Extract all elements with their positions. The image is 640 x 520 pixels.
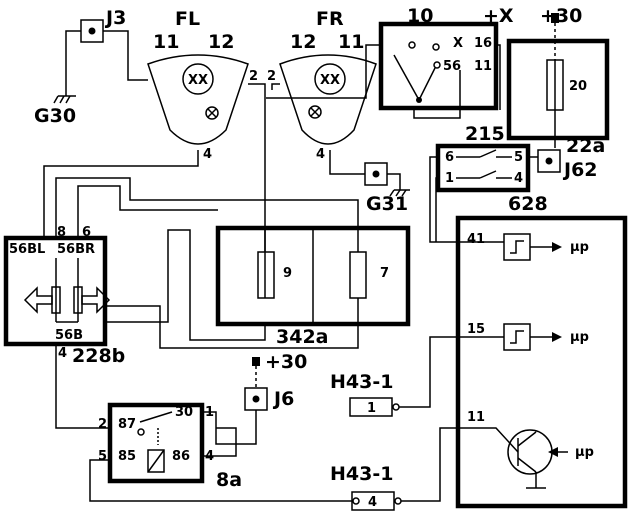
fl-bulb-main: XX: [188, 73, 208, 88]
fr-pin-11: 11: [338, 31, 364, 53]
switch-10-pin-56: 56: [443, 59, 461, 74]
h43-lower-pin: 4: [368, 495, 377, 510]
h43-lower-label: H43-1: [330, 463, 393, 485]
connector-j3: J3: [80, 7, 126, 43]
relay-215: 215 6 5 1 4: [435, 123, 531, 193]
sw-228b-56bl: 56BL: [9, 242, 45, 257]
fr-pin-12: 12: [290, 31, 316, 53]
ecu-mp-2: μp: [570, 330, 589, 345]
relay-8a-pin-5: 5: [98, 449, 107, 464]
fuse-7-label: 7: [380, 266, 389, 281]
plus-x-label: +X: [483, 5, 514, 27]
j3-label: J3: [104, 7, 126, 29]
switch-10-label: 10: [407, 5, 433, 27]
relay-215-pin-5: 5: [514, 150, 523, 165]
fuse-block-342a: 9 7 342a: [215, 225, 411, 348]
ecu-pin-11: 11: [467, 410, 485, 425]
sw-228b-label: 228b: [72, 345, 125, 367]
relay-8a-86: 86: [172, 449, 190, 464]
relay-8a-85: 85: [118, 449, 136, 464]
switch-10-pin-x: X: [453, 36, 463, 51]
connector-h43-lower: H43-1 4: [330, 463, 402, 511]
relay-8a-87: 87: [118, 417, 136, 432]
connector-j6: +30 J6: [244, 351, 307, 411]
fuse-20-block: +30 20 22a J62: [506, 5, 610, 181]
fr-bulb-main: XX: [320, 73, 340, 88]
g30-label: G30: [34, 105, 76, 127]
headlamp-fl: FL 11 12 XX 2 4: [147, 8, 258, 162]
ground-g30: G30: [34, 30, 81, 127]
ecu-pin-41: 41: [467, 232, 485, 247]
ecu-628-label: 628: [508, 193, 548, 215]
fl-pin-2: 2: [249, 69, 258, 84]
fr-pin-4: 4: [316, 147, 325, 162]
fuse-22a-label: 22a: [566, 135, 605, 157]
sw-228b-56b: 56B: [55, 328, 83, 343]
relay-8a-label: 8a: [216, 469, 242, 491]
sw-228b-56br: 56BR: [57, 242, 95, 257]
relay-215-pin-4: 4: [514, 171, 523, 186]
j6-plus30: +30: [265, 351, 307, 373]
h43-upper-label: H43-1: [330, 371, 393, 393]
ecu-mp-3: μp: [575, 445, 594, 460]
relay-8a-pin-2: 2: [98, 417, 107, 432]
fuse-9-label: 9: [283, 266, 292, 281]
control-unit-628: 628 41 μp 15 μp 11 μp: [455, 193, 628, 509]
wiring: [43, 30, 538, 502]
g31-label: G31: [366, 193, 408, 215]
fuse-block-342a-label: 342a: [276, 326, 328, 348]
relay-215-pin-6: 6: [445, 150, 454, 165]
light-switch-10: 10 +X X 16 56 11: [378, 5, 514, 111]
sw-228b-pin-8: 8: [57, 225, 66, 240]
fr-label: FR: [316, 8, 344, 30]
ground-g31: G31: [364, 162, 410, 215]
h43-upper-pin: 1: [367, 401, 376, 416]
fuse-20-label: 20: [569, 79, 587, 94]
j62-label: J62: [562, 159, 598, 181]
ecu-pin-15: 15: [467, 322, 485, 337]
fl-pin-4: 4: [203, 147, 212, 162]
j6-label: J6: [272, 388, 294, 410]
sw-228b-pin-4: 4: [58, 346, 67, 361]
fr-pin-2: 2: [267, 69, 276, 84]
headlamp-fr: FR 12 11 XX 2 4: [267, 8, 377, 162]
ecu-mp-1: μp: [570, 240, 589, 255]
relay-215-pin-1: 1: [445, 171, 454, 186]
fl-pin-12: 12: [208, 31, 234, 53]
switch-10-pin-16: 16: [474, 36, 492, 51]
sw-228b-pin-6: 6: [82, 225, 91, 240]
relay-8a-30: 30: [175, 405, 193, 420]
fl-label: FL: [175, 8, 200, 30]
relay-8a: 2 87 30 1 5 85 86 4 8a: [98, 402, 242, 491]
connector-h43-upper: H43-1 1: [330, 371, 400, 417]
switch-10-pin-11: 11: [474, 59, 492, 74]
relay-215-label: 215: [465, 123, 505, 145]
dimmer-switch-228b: 8 6 56BL 56BR 56B 4 228b: [3, 225, 125, 367]
fl-pin-11: 11: [153, 31, 179, 53]
fuse-20-plus30: +30: [540, 5, 582, 27]
